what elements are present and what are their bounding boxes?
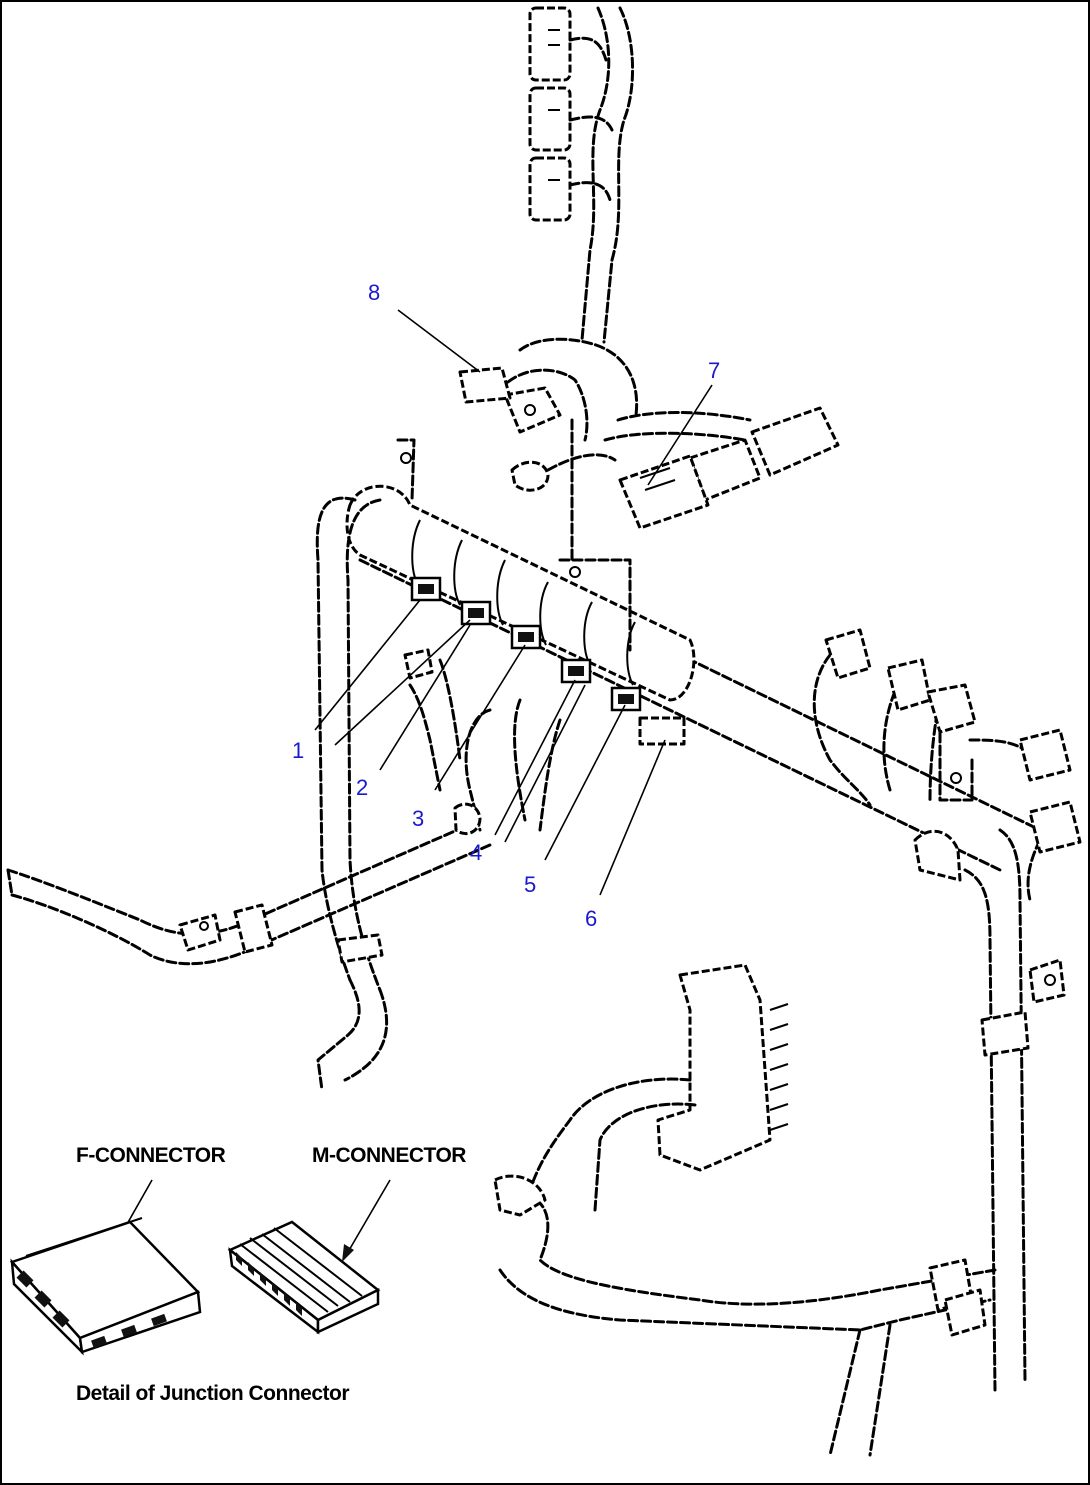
clamp-top-2 xyxy=(528,86,572,152)
callout-2: 2 xyxy=(356,775,368,800)
leader-lines xyxy=(314,309,713,896)
connector-right-1 xyxy=(750,406,840,477)
right-connector-b xyxy=(886,658,932,712)
clamp-top-3 xyxy=(528,156,572,222)
f-connector-label: F-CONNECTOR xyxy=(76,1144,226,1167)
right-harness xyxy=(812,628,1082,1392)
lower-clamp xyxy=(233,903,274,954)
upper-harness xyxy=(528,6,635,344)
lower-left-plug xyxy=(493,1174,547,1217)
detail-caption: Detail of Junction Connector xyxy=(76,1382,349,1405)
lower-right-harness xyxy=(493,963,997,1457)
right-sleeve xyxy=(913,829,962,882)
callout-labels: 8 7 1 2 3 4 5 6 xyxy=(292,280,720,931)
component-8 xyxy=(458,366,512,404)
mounting-post xyxy=(396,418,632,652)
small-plug xyxy=(510,460,550,492)
callout-1: 1 xyxy=(292,738,304,763)
right-connector-c xyxy=(926,683,977,734)
right-connector-e xyxy=(1028,800,1082,854)
junction-connector-detail: F-CONNECTOR M-CONNECTOR Detail of Juncti… xyxy=(9,1144,467,1405)
callout-5: 5 xyxy=(524,872,536,897)
left-sleeve xyxy=(336,933,384,964)
main-junction-bar xyxy=(345,484,1042,872)
right-connector-a xyxy=(824,628,872,680)
callout-4: 4 xyxy=(470,840,482,865)
callout-6: 6 xyxy=(585,906,597,931)
large-connector xyxy=(656,963,772,1172)
callout-7: 7 xyxy=(708,358,720,383)
right-connector-group xyxy=(603,406,840,530)
m-connector-label: M-CONNECTOR xyxy=(312,1144,466,1167)
lower-right-bracket xyxy=(943,1288,987,1337)
right-connector-d xyxy=(1018,728,1072,782)
upper-junction xyxy=(458,337,639,492)
left-harness xyxy=(315,496,562,1092)
connector-7 xyxy=(618,454,710,530)
callout-8: 8 xyxy=(368,280,380,305)
mount-bracket xyxy=(503,386,562,434)
lower-plug xyxy=(453,802,482,835)
right-clamp-sleeve xyxy=(980,1010,1030,1057)
lower-bracket xyxy=(178,913,222,952)
right-bracket xyxy=(1028,958,1066,1004)
junction-connector-6 xyxy=(638,716,686,746)
lower-left-harness xyxy=(6,802,492,966)
callout-3: 3 xyxy=(412,806,424,831)
small-clip xyxy=(403,648,434,680)
